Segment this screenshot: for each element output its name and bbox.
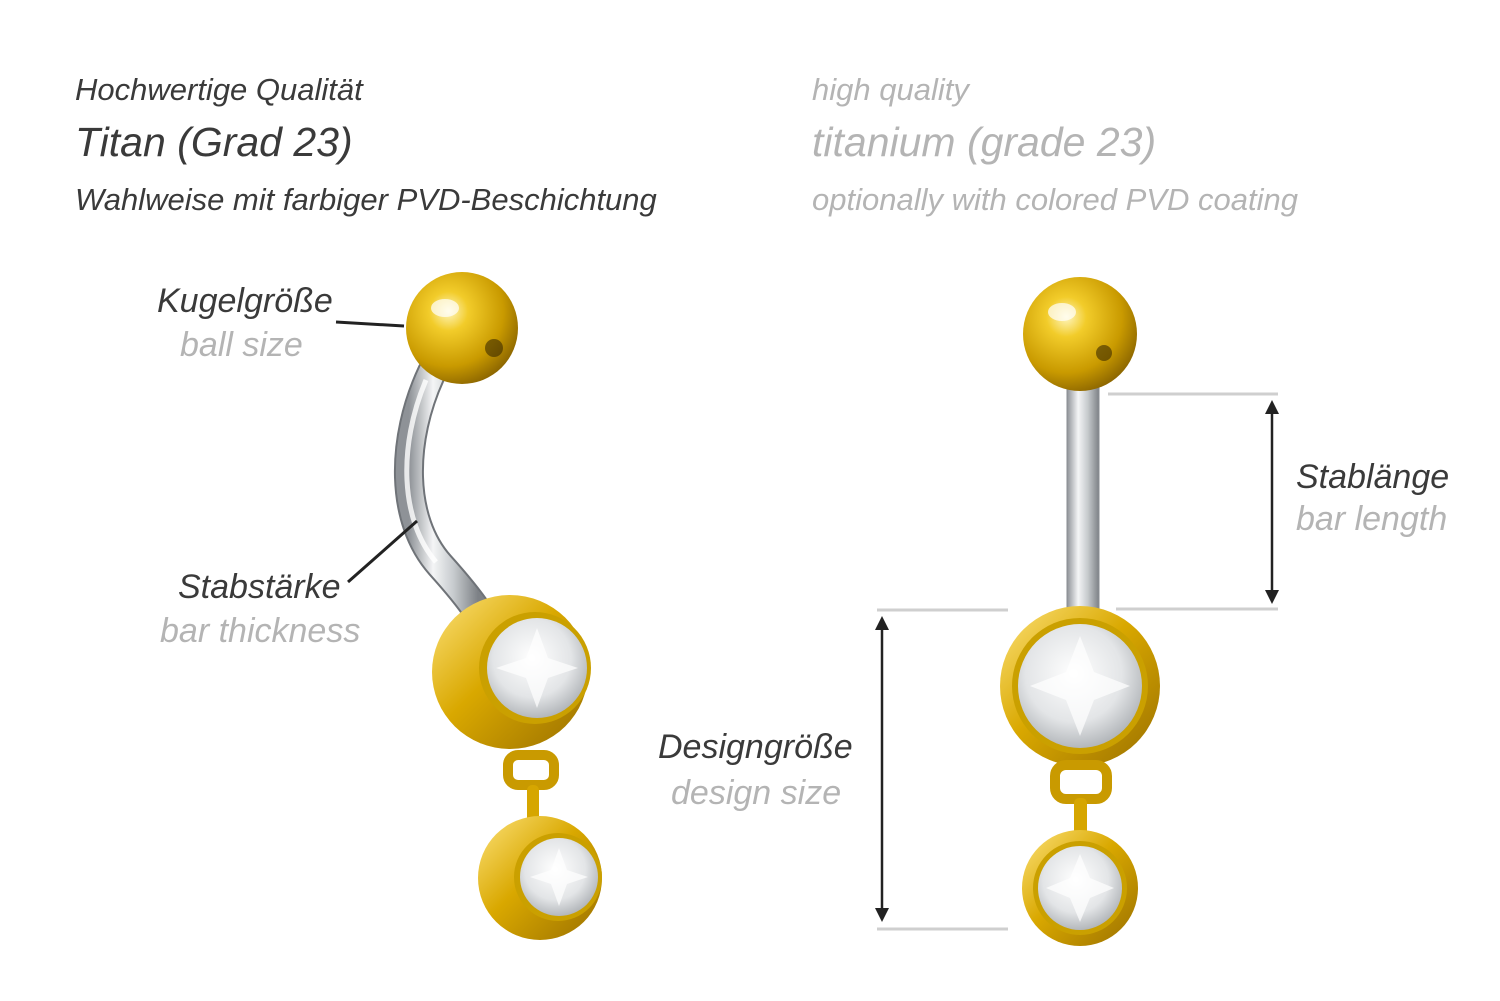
arrow-down-icon [875,908,889,922]
bar-thickness-label-en: bar thickness [160,612,361,650]
ball-size-pointer [335,320,405,328]
bar-length-dimension [1108,392,1279,611]
bar-thickness-pointer [347,519,418,584]
header-quality-de: Hochwertige Qualität [75,72,363,107]
right-top-ball-icon [1023,277,1137,391]
right-dangle-setting-icon [1022,830,1138,946]
design-size-dimension [875,608,1008,931]
header-quality-en: high quality [812,72,969,107]
right-main-setting-icon [1000,606,1160,766]
left-dangle-link-icon [503,750,559,825]
left-dangle-setting-icon [478,816,602,940]
header-coating-en: optionally with colored PVD coating [812,182,1298,217]
arrow-up-icon [1265,400,1279,414]
ball-size-label-de: Kugelgröße [157,282,333,320]
arrow-down-icon [1265,590,1279,604]
left-main-setting-icon [432,595,591,749]
left-piercing [393,272,602,940]
header-material-en: titanium (grade 23) [812,119,1157,165]
right-dangle-link-icon [1050,760,1112,840]
design-size-label-de: Designgröße [658,728,853,766]
arrow-up-icon [875,616,889,630]
ball-size-label-en: ball size [180,326,303,364]
header-material-de: Titan (Grad 23) [75,119,353,165]
bar-length-label-de: Stablänge [1296,458,1450,496]
bar-length-label-en: bar length [1296,500,1448,538]
right-piercing [1000,277,1160,946]
header-coating-de: Wahlweise mit farbiger PVD-Beschichtung [75,182,657,217]
design-size-label-en: design size [671,774,842,812]
left-top-ball-icon [406,272,518,384]
bar-thickness-label-de: Stabstärke [178,568,341,606]
